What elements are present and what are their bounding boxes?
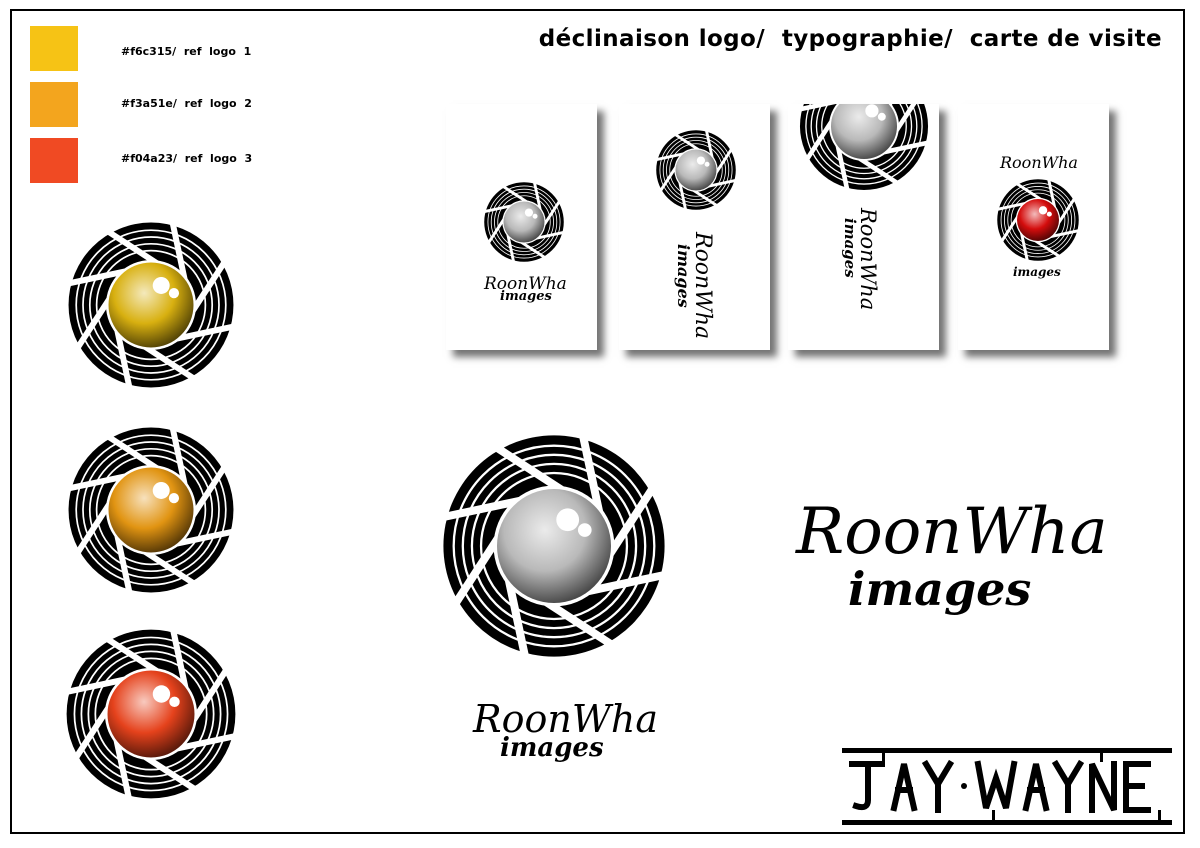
sheet-title: déclinaison logo/ typographie/ carte de … xyxy=(538,26,1162,52)
card-4-brand-name: RoonWha xyxy=(1000,153,1078,172)
card-1-brand-name: RoonWha xyxy=(484,274,567,294)
business-card-1: RoonWha images xyxy=(446,104,597,350)
color-swatch-2 xyxy=(30,82,78,127)
card-2-brand-name: RoonWha xyxy=(690,232,715,340)
card-3-tagline: images xyxy=(841,218,859,278)
card-2-tagline: images xyxy=(674,244,693,308)
logo-variant-2-icon xyxy=(67,426,235,594)
jay-wayne-signature-logo xyxy=(842,748,1172,825)
color-swatch-1-label: #f6c315/ ref logo 1 xyxy=(121,45,252,58)
typography-tagline: images xyxy=(848,562,1032,616)
main-logo-icon xyxy=(441,433,667,659)
business-card-4: RoonWha images xyxy=(958,104,1109,350)
business-card-2: RoonWha images xyxy=(619,104,770,350)
color-swatch-3-label: #f04a23/ ref logo 3 xyxy=(121,152,253,165)
business-card-3: RoonWha images xyxy=(788,104,939,350)
color-swatch-2-label: #f3a51e/ ref logo 2 xyxy=(121,97,252,110)
card-2-logo-icon xyxy=(655,129,737,211)
logo-variant-3-icon xyxy=(65,628,237,800)
typography-brand-name: RoonWha xyxy=(796,495,1108,569)
card-1-logo-icon xyxy=(483,181,565,263)
card-3-logo-icon xyxy=(798,104,930,192)
color-swatch-3 xyxy=(30,138,78,183)
card-4-tagline: images xyxy=(1013,265,1061,279)
logo-variant-1-icon xyxy=(67,221,235,389)
card-3-brand-name: RoonWha xyxy=(856,208,880,311)
main-logo-brand-name: RoonWha xyxy=(473,697,659,741)
color-swatch-1 xyxy=(30,26,78,71)
main-logo-tagline: images xyxy=(500,733,604,763)
card-1-tagline: images xyxy=(500,289,552,304)
card-4-logo-icon xyxy=(996,178,1080,262)
